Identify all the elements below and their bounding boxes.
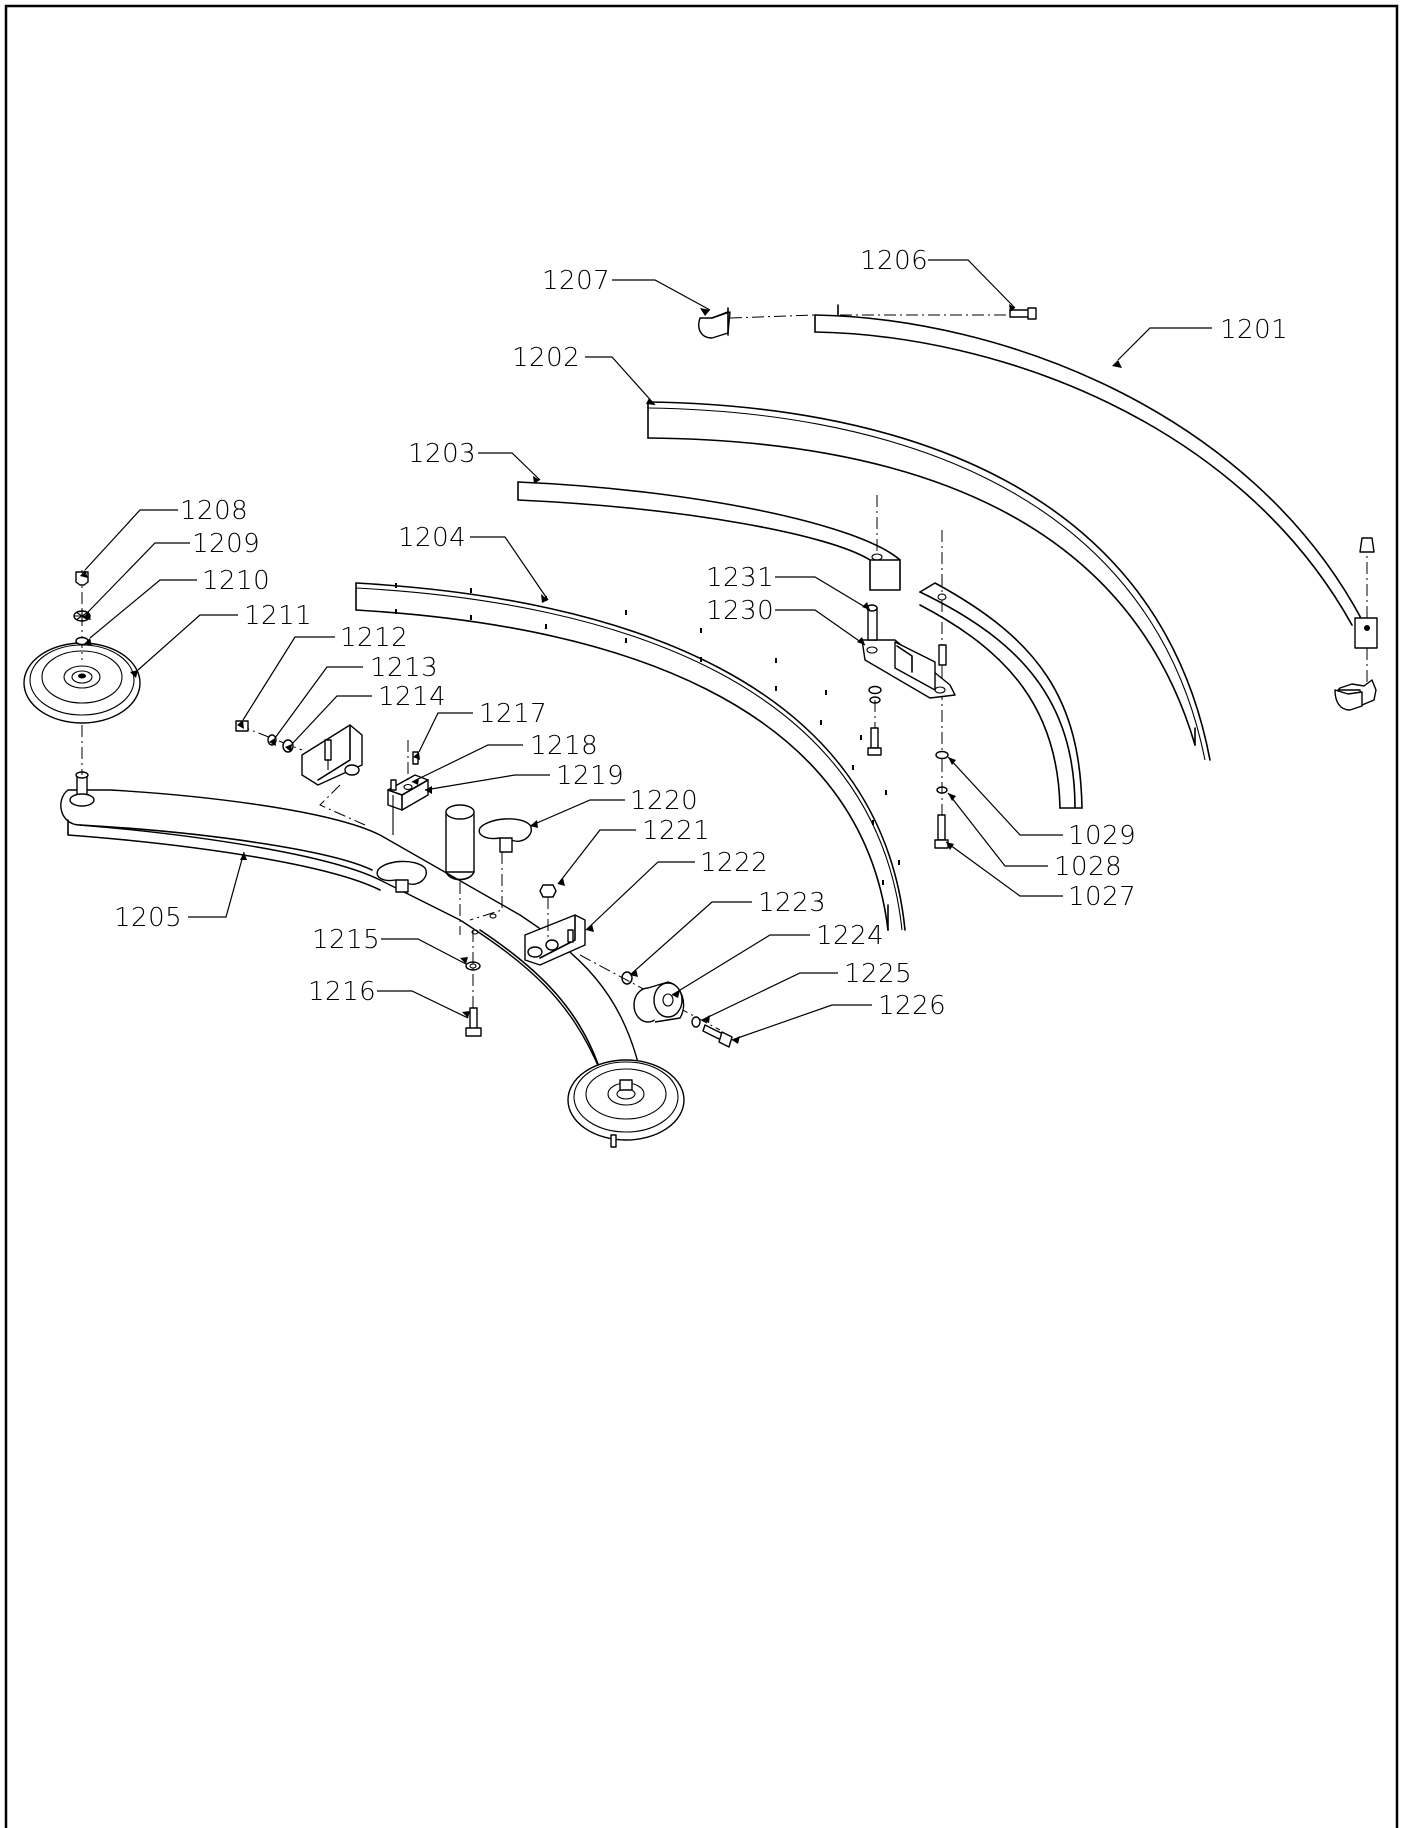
leader-lines — [84, 259, 1212, 1041]
part-1205-base — [60, 725, 641, 1071]
callout-1028: 1028 — [1054, 852, 1122, 882]
callout-labels: 1201 1202 1203 1204 1205 1206 1207 1208 … — [114, 246, 1288, 1021]
leader-arrowheads — [80, 304, 1122, 1044]
callout-1217: 1217 — [479, 699, 547, 729]
page-border — [4, 4, 1399, 1828]
part-1222-plate — [524, 914, 586, 966]
callout-1222: 1222 — [700, 848, 768, 878]
part-right-wheel — [567, 1059, 685, 1148]
callout-1230: 1230 — [706, 596, 774, 626]
callout-1209: 1209 — [192, 529, 260, 559]
callout-1220: 1220 — [630, 786, 698, 816]
callout-1226: 1226 — [878, 991, 946, 1021]
callout-1029: 1029 — [1068, 821, 1136, 851]
callout-1208: 1208 — [180, 496, 248, 526]
part-1226-bolt — [702, 1024, 733, 1048]
part-1204-rail — [355, 582, 906, 931]
part-1214-bracket — [237, 724, 366, 826]
part-1215-washer — [465, 930, 481, 1010]
callout-1214: 1214 — [378, 682, 446, 712]
part-1203-rail — [517, 481, 901, 591]
part-1216-bolt — [465, 1007, 482, 1037]
callout-1225: 1225 — [844, 959, 912, 989]
part-1217-screw — [390, 779, 397, 835]
callout-1231: 1231 — [706, 563, 774, 593]
part-1206-bolt — [840, 307, 1037, 320]
callout-1210: 1210 — [202, 566, 270, 596]
callout-1204: 1204 — [398, 523, 466, 553]
callout-1211: 1211 — [244, 601, 312, 631]
callout-1212: 1212 — [340, 623, 408, 653]
callout-1215: 1215 — [312, 925, 380, 955]
callout-1216: 1216 — [308, 977, 376, 1007]
callout-1219: 1219 — [556, 761, 624, 791]
callout-1207: 1207 — [542, 266, 610, 296]
part-knob-left — [376, 860, 427, 893]
callout-1221: 1221 — [642, 816, 710, 846]
part-1225-washer — [691, 1016, 701, 1028]
part-1201-outer-rail — [814, 304, 1378, 711]
part-1221-nut — [539, 884, 557, 940]
callout-1206: 1206 — [860, 246, 928, 276]
callout-1213: 1213 — [370, 653, 438, 683]
callout-1205: 1205 — [114, 903, 182, 933]
fasteners-1027-1029 — [934, 750, 949, 849]
part-1207-clip — [698, 307, 816, 339]
callout-1027: 1027 — [1068, 882, 1136, 912]
callout-1218: 1218 — [530, 731, 598, 761]
callout-1224: 1224 — [816, 921, 884, 951]
callout-1223: 1223 — [758, 888, 826, 918]
part-1202-rail — [647, 401, 1211, 761]
part-1224-roller — [633, 981, 685, 1023]
part-1230-bracket — [861, 604, 956, 756]
callout-1201: 1201 — [1220, 315, 1288, 345]
callout-1202: 1202 — [512, 343, 580, 373]
part-inner-arc — [919, 530, 1083, 809]
part-post — [445, 804, 497, 935]
part-1220-knob — [469, 818, 532, 921]
callout-1203: 1203 — [408, 439, 476, 469]
part-1211-left-wheel — [23, 570, 141, 724]
part-1219-block — [387, 740, 429, 811]
